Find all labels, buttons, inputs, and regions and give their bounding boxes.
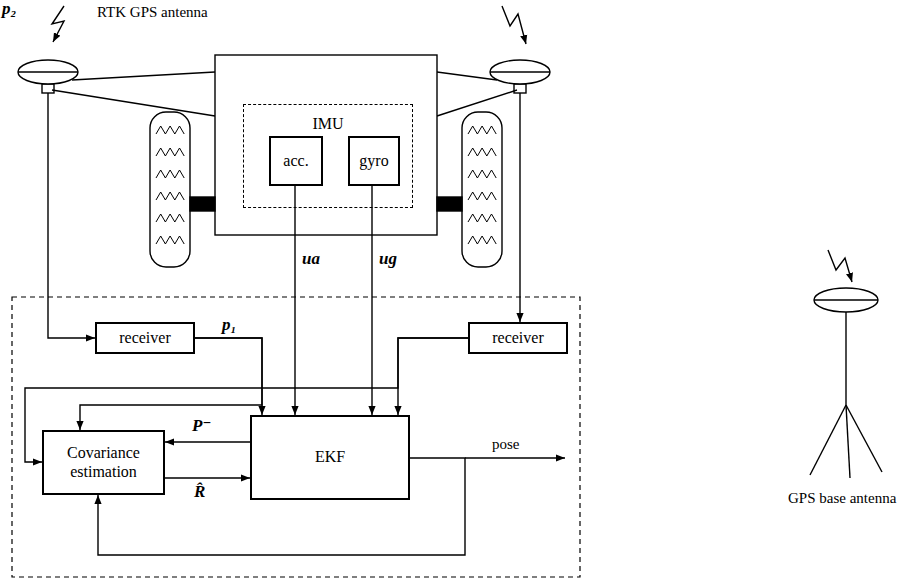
node-text: gyro (355, 152, 392, 170)
node-text: acc. (279, 152, 312, 170)
wheel-tread (156, 236, 184, 244)
signal-name: R̂ (192, 483, 207, 502)
wheel-tread (156, 170, 184, 178)
signal-arrow (502, 6, 526, 44)
node-text: receiver (115, 329, 175, 347)
processing-unit-box (12, 297, 580, 577)
wheel-tread (156, 214, 184, 222)
antenna-rim (814, 299, 878, 300)
wheel-tread (156, 148, 184, 156)
wheel-tread (156, 192, 184, 200)
signal-connector (165, 477, 250, 478)
antenna-arm (52, 90, 215, 116)
tripod-pole (845, 312, 846, 405)
tripod-leg (846, 405, 850, 478)
antenna-rim (490, 71, 550, 72)
signal-arrow (828, 250, 852, 282)
antenna-mount (514, 84, 526, 93)
wheel-tread (468, 214, 496, 222)
antenna-cable (48, 93, 95, 338)
signal-name: ua (300, 250, 322, 269)
antenna-arm (72, 72, 215, 80)
estimator-box: Covariance estimation (42, 430, 165, 495)
imu-box: IMU acc. gyro (243, 104, 413, 208)
wheel-tread (468, 170, 496, 178)
rtk-antenna (490, 60, 550, 84)
receiver-box: receiver (95, 322, 195, 354)
tripod-leg (846, 405, 882, 472)
wheel (150, 112, 190, 267)
node-text: IMU (308, 115, 347, 133)
node-text: receiver (488, 329, 548, 347)
signal-arrow (52, 6, 64, 42)
receiver-box: receiver (468, 322, 568, 354)
signal-connector (195, 338, 262, 415)
filter-box: EKF (250, 415, 410, 500)
pose-output-arrow (465, 457, 565, 458)
rtk-antenna (18, 60, 78, 84)
signal-connector (371, 186, 372, 415)
wheel-tread (468, 148, 496, 156)
signal-name: p₁ (220, 316, 238, 335)
sensor-box: acc. (269, 136, 323, 186)
antenna-label: RTK GPS antenna (95, 4, 210, 21)
signal-connector (294, 186, 295, 415)
base-antenna (814, 288, 878, 312)
signal-name: ug (377, 250, 399, 269)
wheel-tread (468, 236, 496, 244)
node-text: Covariance estimation (44, 444, 163, 481)
axle (190, 197, 215, 211)
antenna-arm (437, 72, 497, 80)
signal-connector (165, 441, 250, 442)
vehicle-body (215, 55, 437, 235)
wheel (462, 112, 502, 267)
antenna-label: GPS base antenna (786, 490, 898, 507)
signal-name: P⁻ (190, 417, 213, 436)
node-text: EKF (311, 448, 349, 466)
wheel-tread (468, 126, 496, 134)
signal-name: p₂ (0, 0, 18, 19)
output-label: pose (490, 436, 522, 453)
antenna-rim (18, 71, 78, 72)
antenna-mount (42, 84, 54, 93)
wheel-tread (156, 126, 184, 134)
antenna-cable (519, 93, 520, 322)
signal-connector (398, 338, 468, 415)
tripod-leg (810, 405, 846, 475)
sensor-box: gyro (348, 136, 400, 186)
wheel-tread (468, 192, 496, 200)
axle (437, 197, 462, 211)
